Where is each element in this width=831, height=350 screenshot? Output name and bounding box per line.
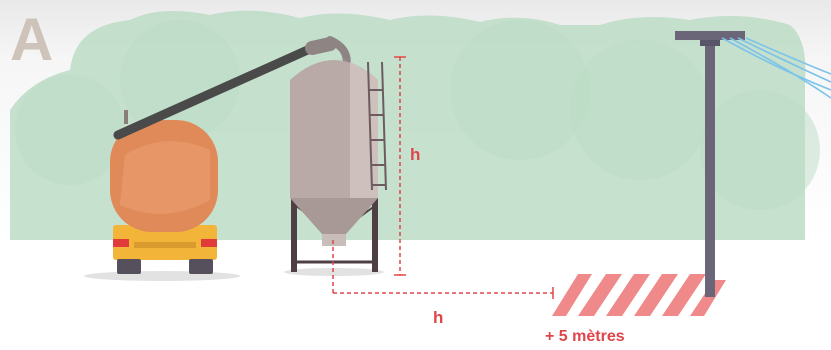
grain-silo [284,56,387,276]
height-label: h [410,145,421,164]
panel-letter: A [10,6,54,73]
height-dimension-line [394,56,406,276]
safety-zone-label: + 5 mètres [545,328,625,345]
power-lines [721,37,831,99]
distance-dimension-line [332,240,554,299]
power-pole [675,31,745,297]
safety-zone-hatching [552,274,726,316]
distance-label: h [433,308,444,327]
tanker-truck [84,110,240,281]
